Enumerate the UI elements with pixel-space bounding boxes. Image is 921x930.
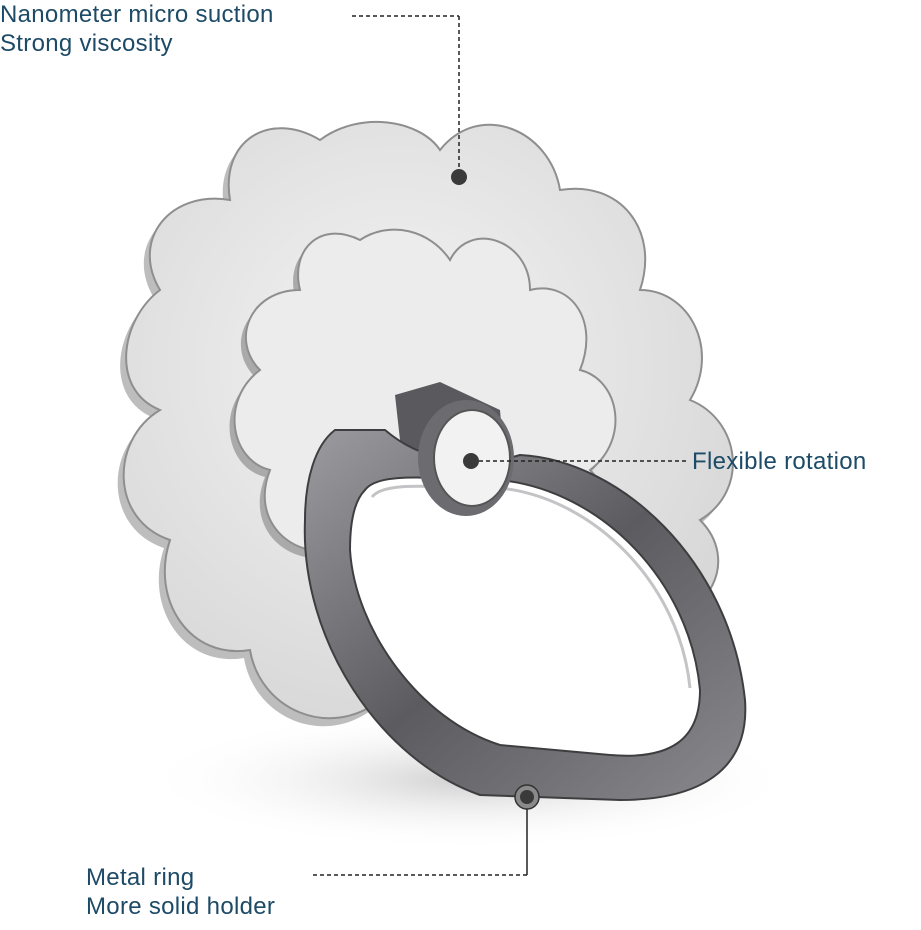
callout-suction-line <box>352 15 467 185</box>
callout-ring-label: Metal ring More solid holder <box>86 863 275 921</box>
callout-ring-line1: Metal ring <box>86 864 195 891</box>
callout-rotation-line <box>463 453 688 469</box>
callout-rotation-line1: Flexible rotation <box>692 448 867 475</box>
metal-ring <box>303 429 747 802</box>
callout-ring-line <box>312 784 540 876</box>
callout-suction-line2: Strong viscosity <box>0 30 173 57</box>
callout-suction-line1: Nanometer micro suction <box>0 1 274 28</box>
callout-suction-label: Nanometer micro suction Strong viscosity <box>0 0 274 58</box>
callout-ring-line2: More solid holder <box>86 893 276 920</box>
callout-rotation-label: Flexible rotation <box>692 447 867 476</box>
